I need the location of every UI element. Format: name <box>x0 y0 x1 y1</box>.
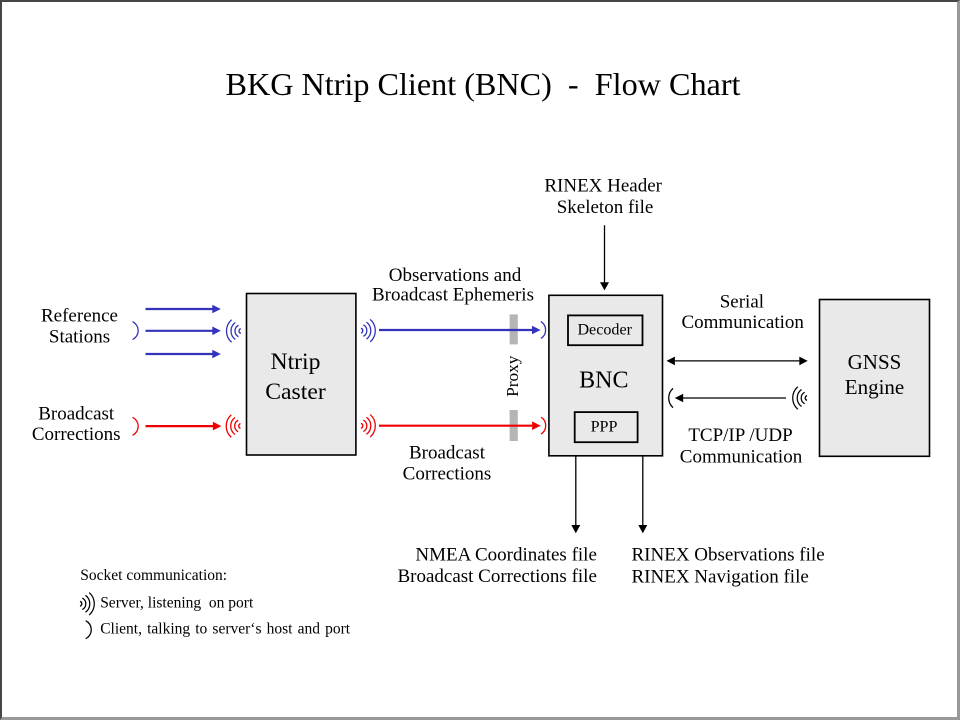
svg-text:Broadcast Ephemeris: Broadcast Ephemeris <box>372 285 534 306</box>
svg-text:BKG Ntrip Client (BNC) - Flo: BKG Ntrip Client (BNC) - Flow Chart <box>226 66 741 102</box>
svg-text:Broadcast Corrections file: Broadcast Corrections file <box>397 566 596 587</box>
svg-text:BNC: BNC <box>579 368 628 394</box>
svg-text:Corrections: Corrections <box>403 463 492 484</box>
svg-text:Decoder: Decoder <box>577 322 632 339</box>
svg-text:Socket communication:: Socket communication: <box>80 567 227 584</box>
svg-text:Broadcast: Broadcast <box>38 403 115 424</box>
svg-text:Reference: Reference <box>41 305 118 326</box>
svg-text:TCP/IP /UDP: TCP/IP /UDP <box>688 425 792 446</box>
svg-text:Proxy: Proxy <box>503 355 522 396</box>
svg-text:Ntrip: Ntrip <box>270 349 320 375</box>
svg-text:Client, talking to server‘s ho: Client, talking to server‘s host and por… <box>100 620 351 637</box>
svg-text:Communication: Communication <box>681 312 804 333</box>
svg-text:RINEX Observations file: RINEX Observations file <box>632 545 825 566</box>
svg-text:Server, listening on port: Server, listening on port <box>100 595 254 612</box>
svg-text:Stations: Stations <box>49 327 110 348</box>
svg-text:NMEA Coordinates file: NMEA Coordinates file <box>415 544 597 565</box>
svg-text:GNSS: GNSS <box>848 350 902 374</box>
svg-text:Caster: Caster <box>265 379 326 405</box>
svg-text:Engine: Engine <box>845 375 904 399</box>
svg-text:Serial: Serial <box>720 292 764 313</box>
svg-text:Broadcast: Broadcast <box>409 443 486 464</box>
svg-text:Corrections: Corrections <box>32 424 121 445</box>
svg-text:RINEX Navigation file: RINEX Navigation file <box>632 566 809 587</box>
svg-text:Observations and: Observations and <box>389 265 522 286</box>
svg-text:Communication: Communication <box>680 447 803 468</box>
svg-text:Skeleton file: Skeleton file <box>557 197 654 218</box>
svg-text:PPP: PPP <box>591 419 618 436</box>
svg-text:RINEX Header: RINEX Header <box>544 175 662 196</box>
